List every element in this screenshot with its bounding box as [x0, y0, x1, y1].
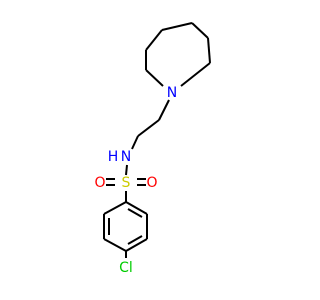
ring-bond: [191, 22, 209, 39]
structure-diagram: N N H S O O Cl: [94, 22, 211, 276]
oxygen-right-label: O: [146, 175, 157, 191]
ring-bond: [125, 201, 148, 215]
ring-bond: [207, 37, 211, 64]
chain-bond: [137, 119, 160, 137]
ring-bond: [125, 238, 148, 252]
chlorine-label: Cl: [119, 260, 133, 276]
azepane-ring: [145, 22, 211, 87]
chlorobenzene-ring: [103, 201, 148, 258]
ring-bond: [103, 201, 127, 215]
ring-bond: [145, 29, 163, 51]
molecule-canvas: N N H S O O Cl: [94, 22, 211, 276]
aromatic-inner-bond: [127, 235, 143, 245]
ring-bond: [103, 238, 127, 252]
n-s-bond: [125, 164, 128, 176]
oxygen-left-label: O: [94, 175, 105, 191]
aromatic-inner-bond: [127, 208, 143, 218]
sulfur-label: S: [122, 175, 131, 191]
hydrogen-label: H: [108, 149, 119, 165]
chain-bond: [158, 99, 170, 121]
sulfonamide-group: [106, 164, 146, 202]
ring-bond: [145, 69, 164, 87]
ring-bond: [161, 22, 193, 31]
chain-bond: [131, 135, 139, 150]
nitrogen-ring-label: N: [167, 85, 177, 101]
nitrogen-amide-label: N: [121, 149, 131, 165]
ring-bond: [180, 62, 211, 87]
atom-labels: N N H S O O Cl: [94, 85, 177, 276]
propyl-chain: [131, 99, 170, 150]
